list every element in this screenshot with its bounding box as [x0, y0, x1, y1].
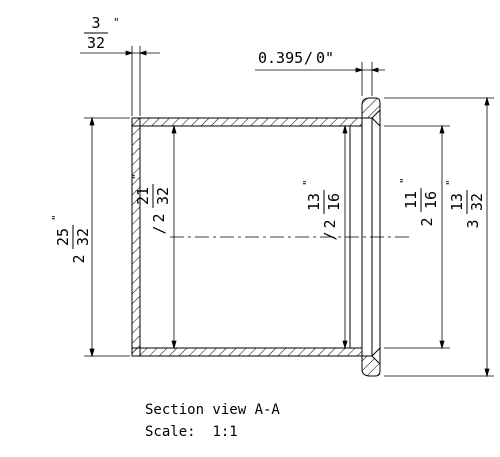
inner-height-label: / 2 21 32 ": [130, 173, 172, 234]
svg-text:2: 2: [70, 254, 88, 263]
bore-diameter-dimension: [342, 124, 348, 350]
bottom-flange: [361, 355, 381, 377]
flange-thickness-dimension: [255, 62, 385, 96]
outer-height-dimension: [84, 116, 130, 358]
outer-diameter-label: 2 11 16 ": [398, 177, 440, 226]
outer-diameter-dimension: [384, 124, 450, 350]
flange-diameter-dimension: [384, 96, 494, 378]
svg-text:16: 16: [325, 193, 343, 211]
flange-thickness-label: 0.395 / 0": [258, 49, 334, 67]
svg-text:/: /: [150, 225, 168, 234]
svg-text:0": 0": [316, 49, 334, 67]
wall-thickness-dimension: [80, 46, 160, 116]
svg-text:32: 32: [468, 193, 486, 211]
svg-text:13: 13: [305, 193, 323, 211]
svg-text:0.395: 0.395: [258, 49, 303, 67]
svg-text:32: 32: [154, 187, 172, 205]
svg-text:32: 32: [74, 228, 92, 246]
caption-scale: Scale: 1:1: [145, 424, 238, 440]
svg-text:": ": [398, 177, 411, 184]
svg-text:2: 2: [418, 217, 436, 226]
svg-text:": ": [130, 173, 143, 180]
svg-text:2: 2: [150, 213, 168, 222]
wall-thickness-label: 3 32 ": [84, 14, 120, 52]
svg-text:21: 21: [134, 187, 152, 205]
left-wall-section: [131, 117, 141, 357]
svg-text:": ": [301, 179, 314, 186]
scale-label: Scale:: [145, 424, 196, 440]
scale-value: 1:1: [212, 424, 238, 440]
svg-text:": ": [50, 214, 63, 221]
svg-text:25: 25: [54, 228, 72, 246]
svg-text:/: /: [321, 231, 339, 240]
svg-text:/: /: [304, 49, 313, 67]
svg-text:2: 2: [321, 219, 339, 228]
top-flange: [361, 97, 381, 119]
svg-text:11: 11: [402, 191, 420, 209]
svg-text:32: 32: [87, 34, 105, 52]
svg-text:": ": [113, 16, 120, 29]
flange-diameter-label: 3 13 32 ": [444, 179, 486, 228]
bottom-wall-section: [131, 347, 363, 357]
top-wall-section: [131, 117, 363, 127]
svg-text:3: 3: [464, 219, 482, 228]
svg-text:16: 16: [422, 191, 440, 209]
caption-title: Section view A-A: [145, 402, 280, 418]
bore-diameter-label: / 2 13 16 ": [301, 179, 343, 240]
svg-text:": ": [444, 179, 457, 186]
outer-height-label: 2 25 32 ": [50, 214, 92, 263]
inner-height-dimension: [171, 124, 177, 350]
svg-text:3: 3: [91, 14, 100, 32]
svg-text:13: 13: [448, 193, 466, 211]
